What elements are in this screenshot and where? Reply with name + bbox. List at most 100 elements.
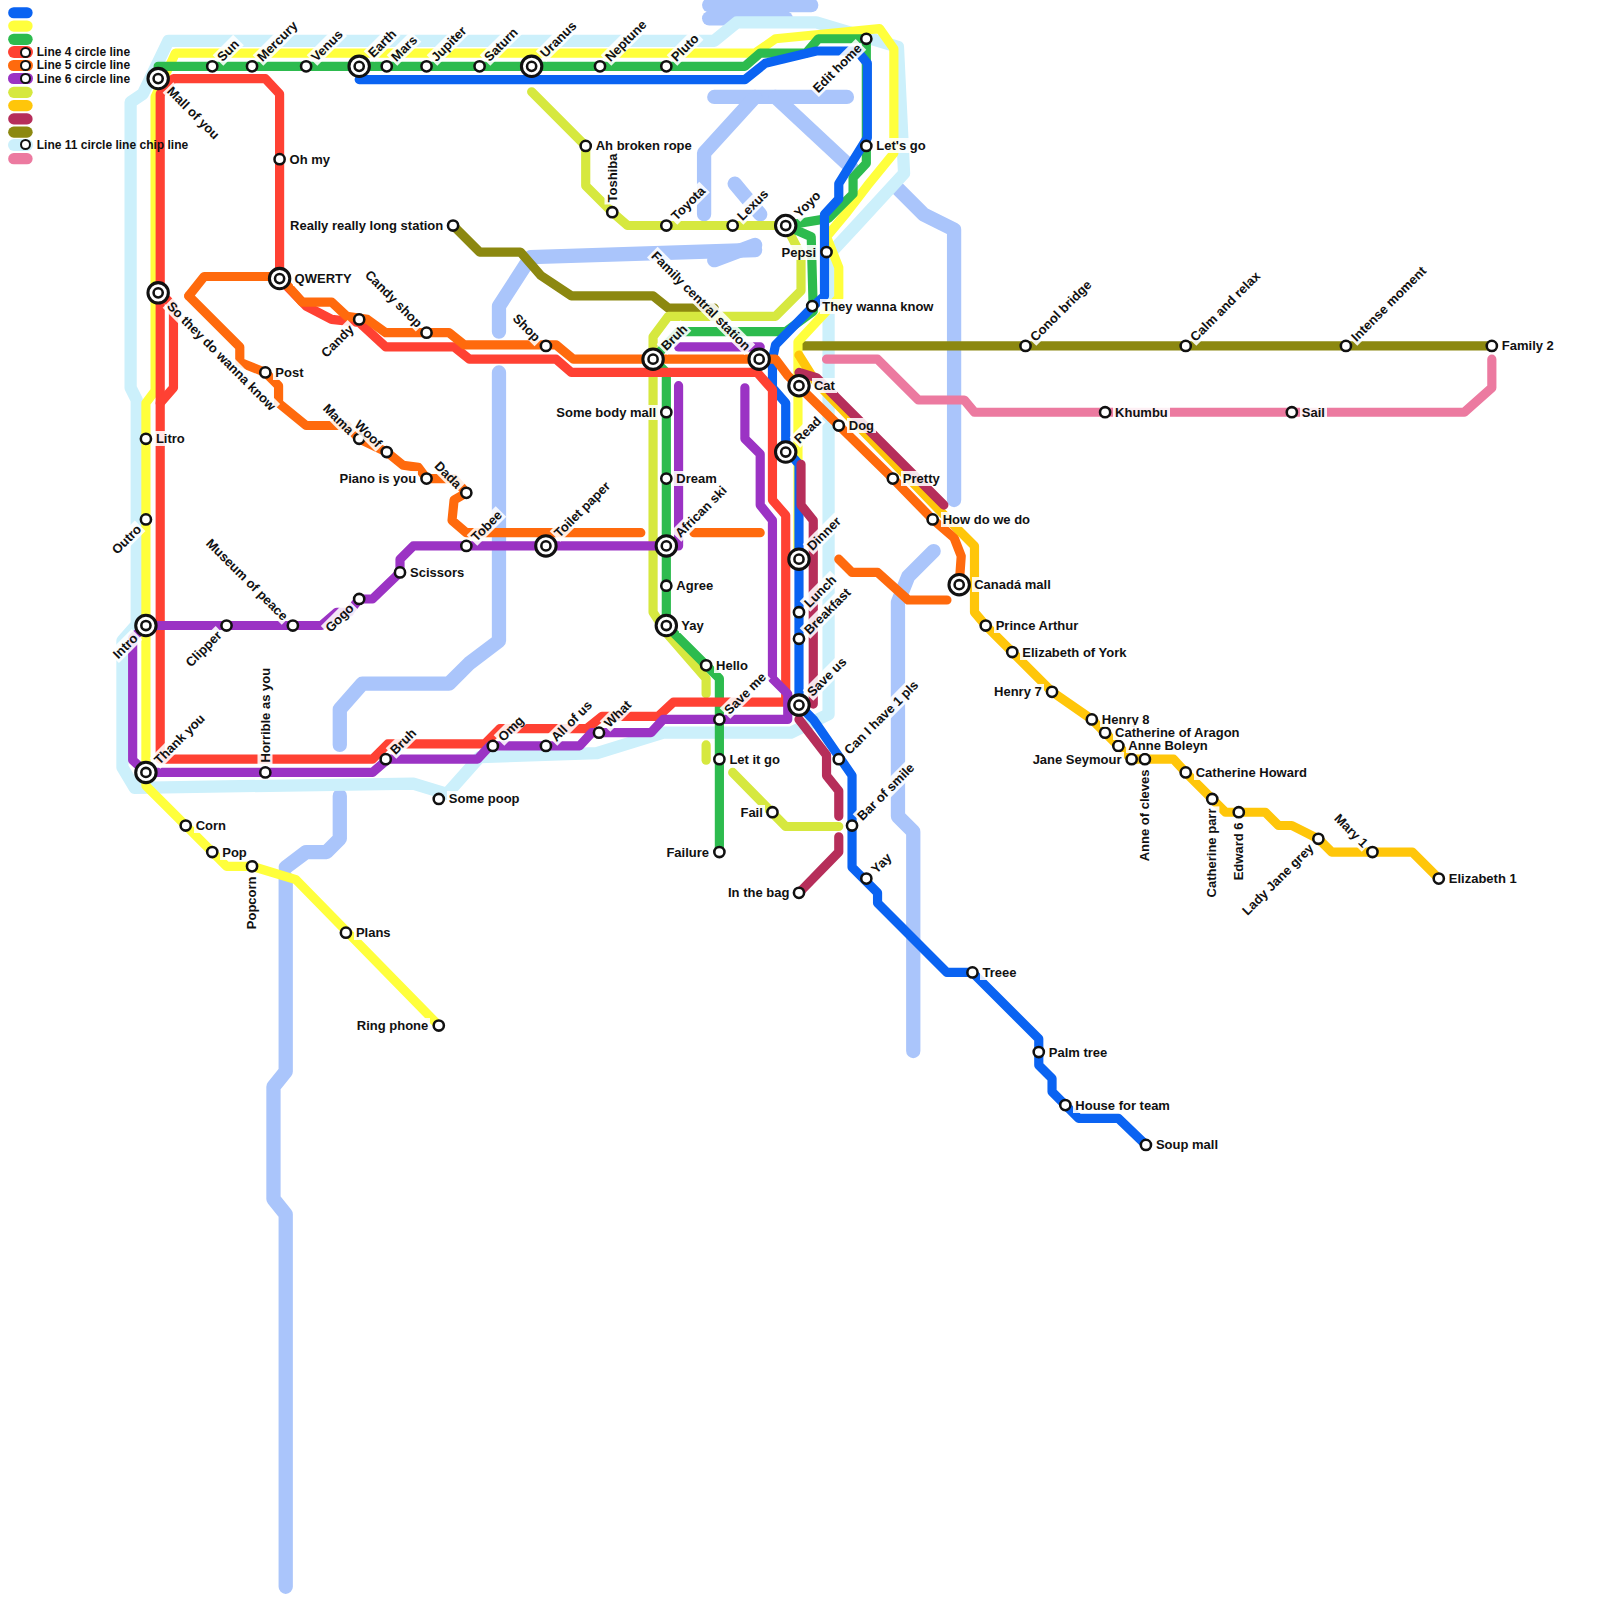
- station-dot: [728, 220, 738, 230]
- station-dot: [474, 61, 484, 71]
- station-dot: [260, 767, 270, 777]
- station-label: Shop: [509, 309, 545, 345]
- station-dot: [382, 447, 392, 457]
- station-label: Jane Seymour: [1031, 752, 1124, 767]
- legend-station-dot: [20, 60, 31, 71]
- station-dot: [861, 141, 871, 151]
- station-dot: [821, 247, 831, 257]
- route-line: [133, 388, 788, 773]
- station-dot: [247, 61, 257, 71]
- interchange-ring: [136, 762, 156, 782]
- interchange-core: [781, 447, 790, 456]
- station-dot: [888, 473, 898, 483]
- legend-bars: [8, 7, 32, 164]
- station-label: Dream: [674, 471, 718, 486]
- station-label: Khumbu: [1113, 405, 1170, 420]
- station-dot: [714, 754, 724, 764]
- station-label: Let it go: [727, 752, 782, 767]
- station-label: Litro: [154, 431, 187, 446]
- interchange-core: [141, 621, 150, 630]
- interchange-core: [794, 381, 803, 390]
- route-line: [158, 39, 866, 852]
- station-dot: [461, 488, 471, 498]
- interchange-core: [794, 555, 803, 564]
- station-dot: [861, 873, 871, 883]
- water-body: [776, 97, 853, 168]
- station-label: Sail: [1300, 405, 1327, 420]
- station-dot: [594, 728, 604, 738]
- legend-swatch: [8, 139, 32, 150]
- station-dot: [260, 367, 270, 377]
- route-line: [702, 745, 711, 760]
- station-dot: [1087, 714, 1097, 724]
- water-body: [273, 878, 285, 1587]
- station-dot: [1341, 341, 1351, 351]
- legend-bar: [8, 87, 32, 98]
- water-body: [286, 796, 340, 867]
- station-dot: [861, 34, 871, 44]
- station-label: Horrible as you: [258, 666, 273, 765]
- station-dot: [1487, 341, 1497, 351]
- legend-station-dot: [20, 73, 31, 84]
- station-dot: [928, 514, 938, 524]
- interchange-core: [955, 580, 964, 589]
- station-dot: [1367, 847, 1377, 857]
- station-dot: [701, 660, 711, 670]
- station-label: Some poop: [447, 791, 522, 806]
- route-line: [146, 29, 894, 1026]
- station-label: Oh my: [288, 152, 332, 167]
- station-label: Henry 7: [992, 684, 1044, 699]
- station-dot: [382, 61, 392, 71]
- station-dot: [595, 61, 605, 71]
- interchange-core: [662, 621, 671, 630]
- station-label: How do we do: [941, 512, 1032, 527]
- station-label: Pepsi: [780, 245, 819, 260]
- station-label: Canadá mall: [972, 577, 1053, 592]
- station-dot: [421, 61, 431, 71]
- station-label: Bar of smile: [852, 759, 918, 825]
- interchange-ring: [776, 442, 796, 462]
- legend-swatch: [8, 46, 32, 57]
- station-label: Edward 6: [1231, 820, 1246, 882]
- station-label: Mall of you: [162, 83, 223, 144]
- station-label: Failure: [664, 845, 711, 860]
- station-dot: [541, 741, 551, 751]
- legend-swatch: [8, 60, 32, 71]
- legend-bar: [8, 113, 32, 124]
- station-label: Prince Arthur: [994, 618, 1081, 633]
- station-label: Toshiba: [605, 151, 620, 204]
- station-layer: [136, 34, 1497, 1150]
- station-dot: [807, 301, 817, 311]
- station-label: Fail: [738, 805, 764, 820]
- station-label: They wanna know: [820, 299, 935, 314]
- station-label: So they do wanna know: [162, 297, 280, 415]
- interchange-core: [755, 355, 764, 364]
- station-label: Catherine Howard: [1194, 765, 1309, 780]
- station-dot: [981, 620, 991, 630]
- interchange-core: [275, 274, 284, 283]
- station-label: Popcorn: [244, 874, 259, 931]
- station-dot: [1434, 873, 1444, 883]
- station-dot: [1047, 687, 1057, 697]
- station-dot: [341, 928, 351, 938]
- interchange-core: [355, 62, 364, 71]
- route-line: [359, 51, 1146, 1145]
- route-line: [799, 719, 839, 816]
- station-label: Mama: [319, 399, 358, 438]
- station-dot: [461, 541, 471, 551]
- interchange-core: [141, 768, 150, 777]
- station-label: Museum of peace: [202, 534, 293, 625]
- station-label: Yay: [679, 618, 705, 633]
- interchange-core: [154, 74, 163, 83]
- station-dot: [381, 754, 391, 764]
- interchange-ring: [536, 536, 556, 556]
- station-dot: [141, 514, 151, 524]
- station-dot: [141, 434, 151, 444]
- station-dot: [421, 328, 431, 338]
- station-dot: [207, 61, 217, 71]
- route-line: [733, 772, 839, 826]
- legend-swatch: [8, 73, 32, 84]
- station-dot: [1100, 407, 1110, 417]
